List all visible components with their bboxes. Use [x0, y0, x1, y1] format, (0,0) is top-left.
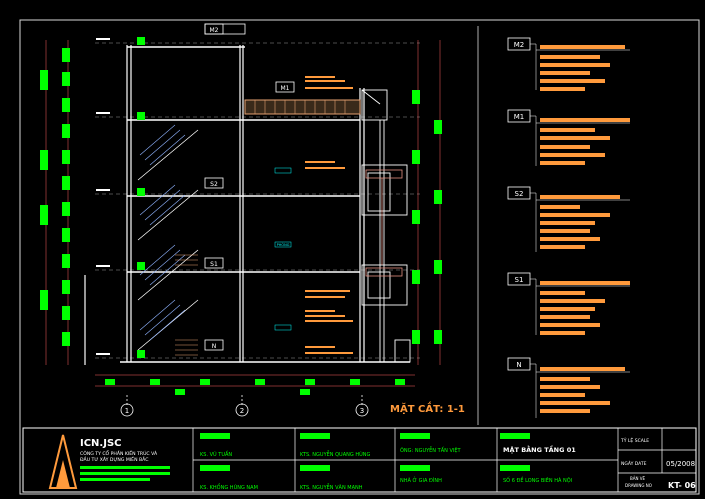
legend-tag-s2: S2	[515, 190, 524, 198]
level-tag-s2: S2	[210, 181, 218, 188]
sheet-number: KT- 06	[668, 481, 696, 490]
section-view: M2 M1 S2 S1 N PHÒNG	[40, 23, 465, 417]
level-tag-n: N	[212, 343, 217, 350]
axis-label-3: 3	[360, 407, 364, 415]
section-title: MẶT CẮT: 1-1	[390, 400, 465, 415]
legend-tag-n: N	[516, 361, 521, 369]
staircase	[137, 129, 199, 351]
date-label: NGÀY DATE	[621, 460, 647, 467]
axis-label-2: 2	[240, 407, 244, 415]
designer-2: KS. KHỔNG HÙNG NAM	[200, 483, 258, 491]
project-type: NHÀ Ở GIA ĐÌNH	[400, 476, 442, 484]
client-name: ÔNG: NGUYỄN TẤN VIỆT	[400, 446, 462, 454]
level-lines	[95, 42, 420, 359]
sheet-label-1: BẢN VẼ	[630, 476, 645, 481]
level-tag-s1: S1	[210, 261, 218, 268]
material-legend: M2 M1 S2 S1 N	[507, 37, 630, 418]
room-label: PHÒNG	[277, 242, 290, 247]
drawing-border	[19, 19, 700, 495]
level-tag-m2: M2	[210, 27, 219, 34]
company-line-1: CÔNG TY CỔ PHẦN KIẾN TRÚC VÀ	[80, 449, 158, 457]
drawing-name: MẶT BẰNG TẦNG 01	[503, 444, 576, 454]
title-block: ICN.JSC CÔNG TY CỔ PHẦN KIẾN TRÚC VÀ ĐẦU…	[22, 427, 697, 493]
company-code: ICN.JSC	[80, 438, 122, 449]
terrace-balustrade	[244, 99, 361, 115]
date-value: 05/2008	[666, 460, 695, 468]
annotation-callouts	[305, 76, 353, 354]
axis-label-1: 1	[125, 407, 129, 415]
designer-1: KS. VŨ TUẤN	[200, 450, 232, 458]
sheet-label-2: DRAWING NO	[625, 483, 652, 488]
walls	[84, 45, 365, 365]
architect-2: KTS. NGUYỄN VĂN MẠNH	[300, 483, 363, 491]
architect-1: KTS. NGUYỄN QUANG HÙNG	[300, 450, 370, 458]
project-address: SỐ 6 ĐỀ LONG BIÊN HÀ NỘI	[503, 476, 572, 484]
scale-label: TỶ LỆ SCALE	[620, 436, 649, 444]
level-tag-m1: M1	[281, 85, 290, 92]
legend-tag-m2: M2	[514, 41, 525, 49]
company-line-2: ĐẦU TƯ XÂY DỰNG MIỀN BẮC	[80, 455, 148, 463]
legend-tag-s1: S1	[515, 276, 524, 284]
dimension-text	[40, 37, 442, 395]
facade	[361, 89, 411, 363]
legend-tag-m1: M1	[514, 113, 525, 121]
